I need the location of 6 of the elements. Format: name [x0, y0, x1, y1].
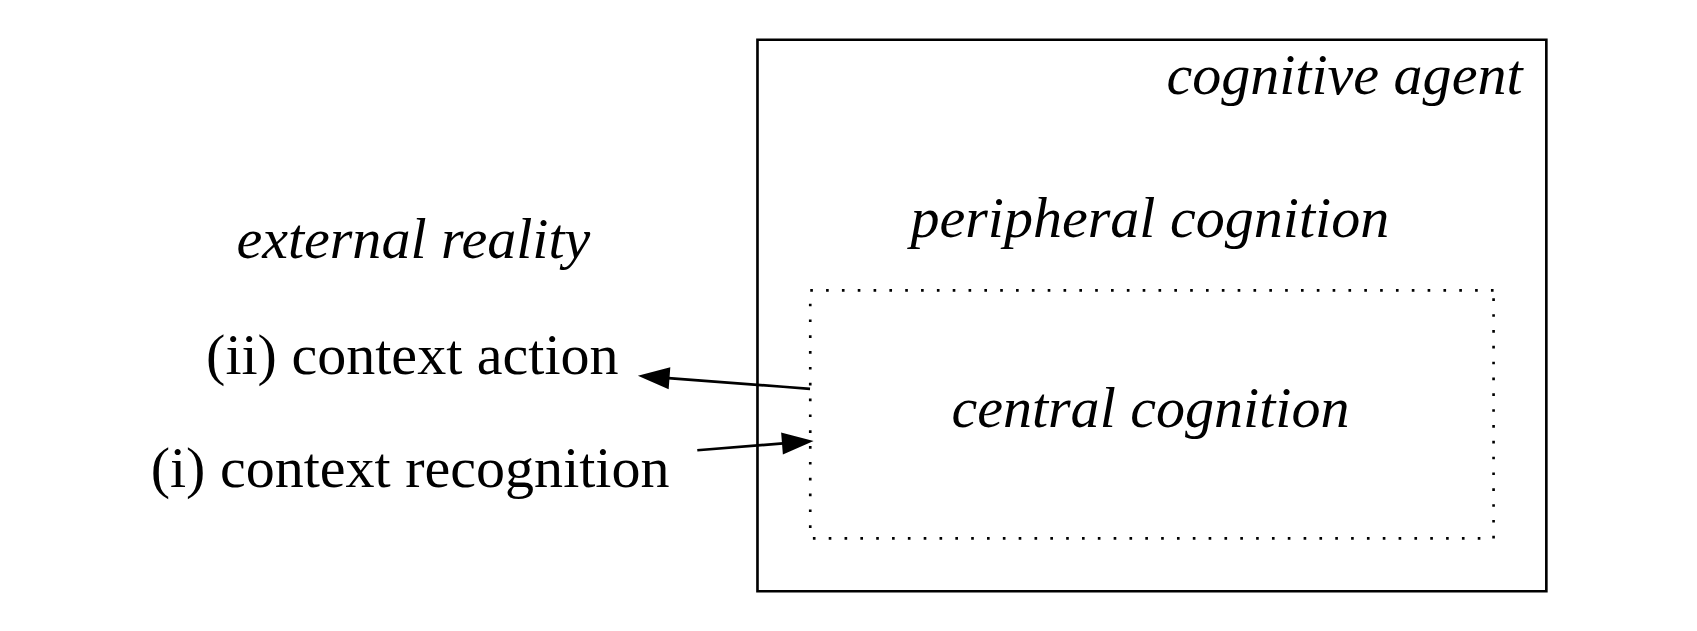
node-text: (i) context recognition: [150, 435, 670, 501]
node-box: central cognition: [808, 289, 1495, 540]
arrow: [637, 367, 811, 391]
label: external reality: [236, 205, 591, 271]
node-text: (ii) context action: [206, 321, 619, 387]
arrow: [697, 432, 814, 455]
